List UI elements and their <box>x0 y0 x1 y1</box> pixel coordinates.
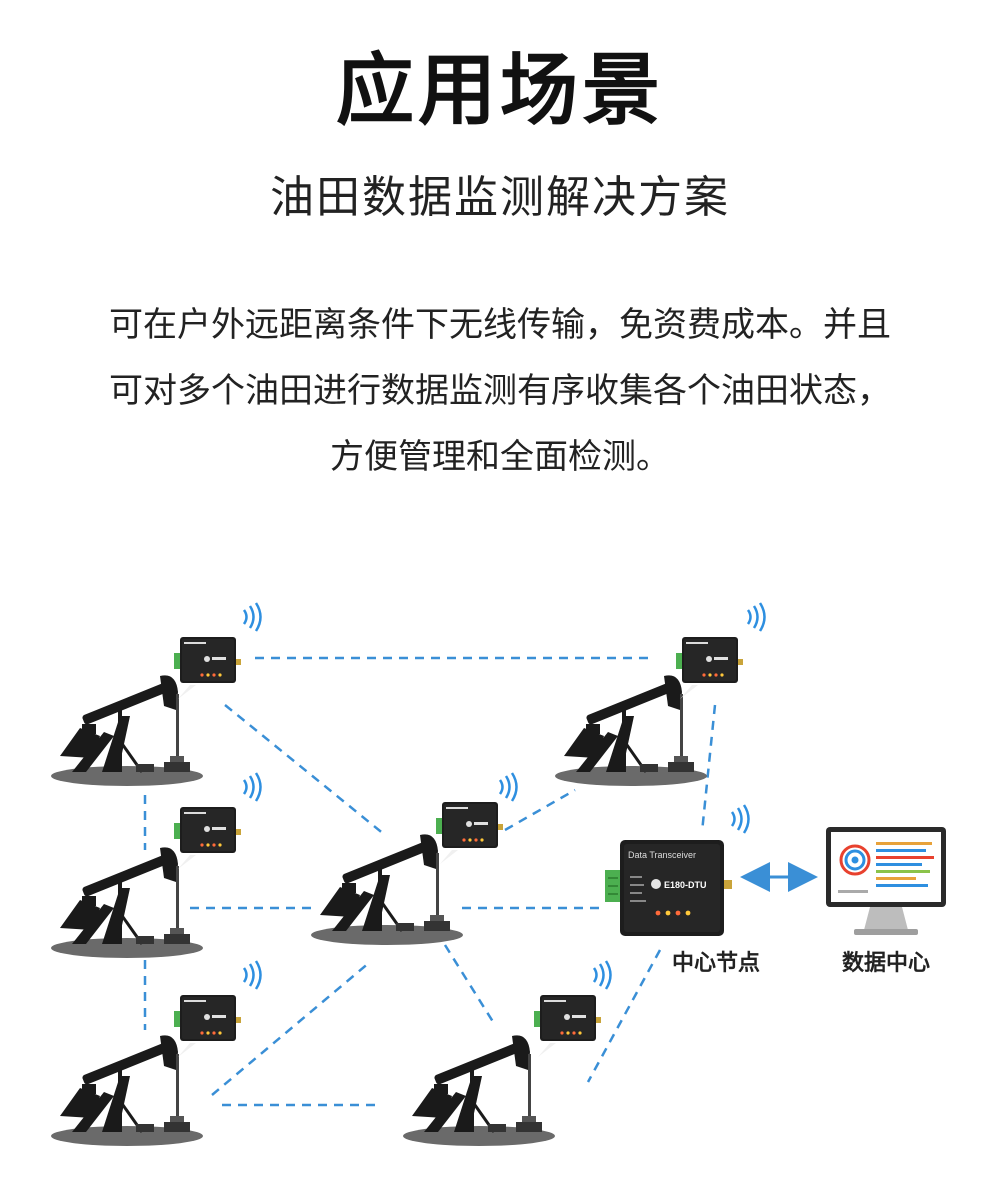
wireless-signal-icon <box>746 601 766 633</box>
wireless-signal-icon <box>242 959 262 991</box>
link <box>700 704 717 833</box>
link <box>586 949 662 1083</box>
page-title: 应用场景 <box>335 46 664 136</box>
device-text: Data Transceiver <box>628 850 696 860</box>
description-line: 可对多个油田进行数据监测有序收集各个油田状态， <box>109 371 891 411</box>
center-device-model: E180-DTU <box>664 880 707 890</box>
wireless-signal-icon <box>242 601 262 633</box>
data-center-label: 数据中心 <box>841 951 930 976</box>
pump-jack-icon <box>401 1033 557 1148</box>
transceiver-device-icon <box>676 637 743 699</box>
transceiver-device-icon <box>174 807 241 869</box>
link <box>211 961 371 1096</box>
pump-jack-icon <box>49 1033 205 1148</box>
center-node-label: 中心节点 <box>671 951 760 976</box>
wireless-signal-icon <box>242 771 262 803</box>
pump-jack-icon <box>49 845 205 960</box>
page-subtitle: 油田数据监测解决方案 <box>270 172 730 223</box>
link <box>443 944 497 1026</box>
transceiver-device-icon <box>174 995 241 1057</box>
description-line: 方便管理和全面检测。 <box>330 437 670 477</box>
wireless-signal-icon <box>730 803 750 835</box>
description-line: 可在户外远距离条件下无线传输，免资费成本。并且 <box>109 305 891 345</box>
center-node-device-icon <box>605 840 732 936</box>
wireless-signal-icon <box>498 771 518 803</box>
link <box>504 788 576 832</box>
monitor-icon <box>826 827 946 935</box>
pump-jack-icon <box>49 673 205 788</box>
wireless-signal-icon <box>592 959 612 991</box>
pump-jack-icon <box>553 673 709 788</box>
transceiver-device-icon <box>174 637 241 699</box>
transceiver-device-icon <box>436 802 503 864</box>
transceiver-device-icon <box>534 995 601 1057</box>
description: 可在户外远距离条件下无线传输，免资费成本。并且 可对多个油田进行数据监测有序收集… <box>60 292 940 490</box>
pump-jack-icon <box>309 832 465 947</box>
link <box>224 704 386 836</box>
network-links <box>143 656 717 1107</box>
